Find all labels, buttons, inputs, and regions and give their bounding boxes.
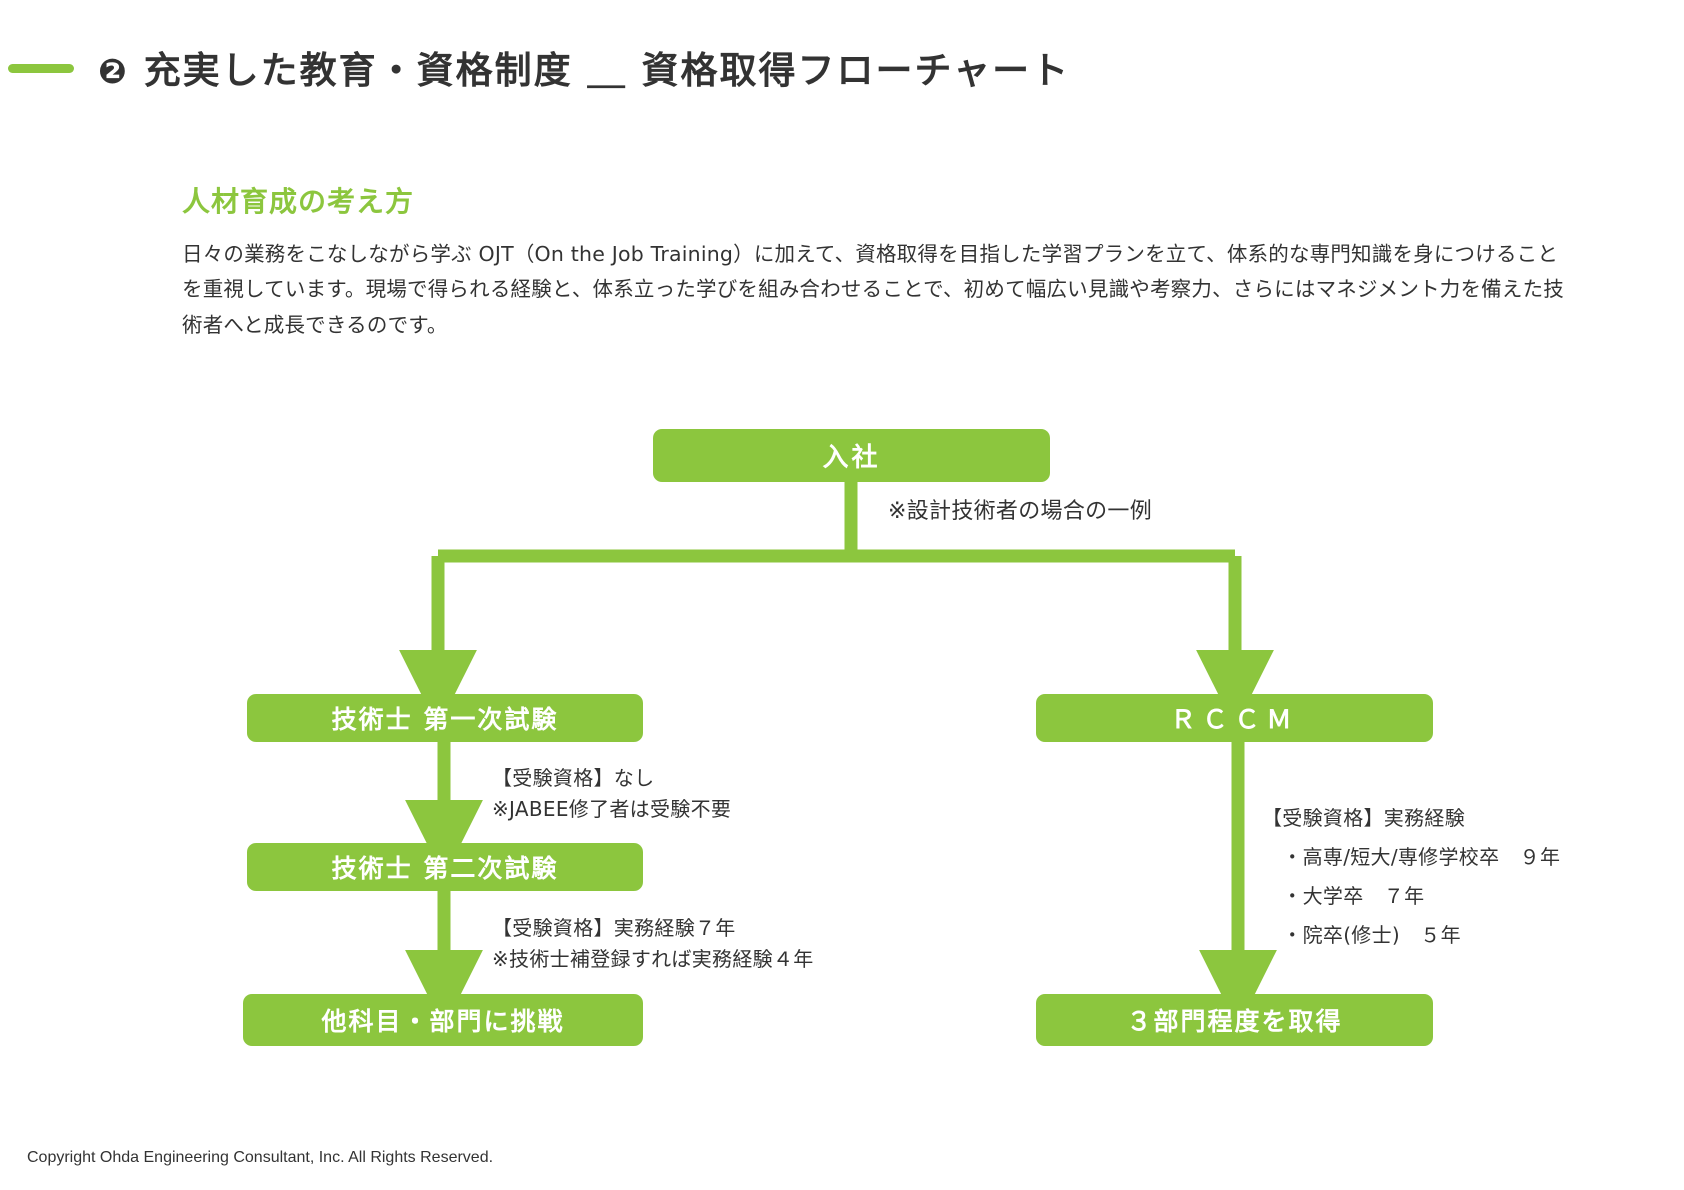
flow-node-three-divisions[interactable]: ３部門程度を取得 [1036,994,1433,1046]
flow-node-rccm[interactable]: ＲＣＣＭ [1036,694,1433,742]
page-title: ❷ 充実した教育・資格制度 ＿ 資格取得フローチャート [98,40,1070,94]
footer-copyright: Copyright Ohda Engineering Consultant, I… [27,1149,494,1166]
page-title-text: 充実した教育・資格制度 ＿ 資格取得フローチャート [143,49,1071,92]
slide-header: ❷ 充実した教育・資格制度 ＿ 資格取得フローチャート [0,42,1684,96]
flow-node-gijutsushi-second-exam[interactable]: 技術士 第二次試験 [247,843,643,891]
lead-paragraph: 日々の業務をこなしながら学ぶ OJT（On the Job Training）に… [182,242,1564,337]
section-number: ❷ [98,52,129,92]
flow-node-gijutsushi-first-exam[interactable]: 技術士 第一次試験 [247,694,643,742]
lead-block: 人材育成の考え方 日々の業務をこなしながら学ぶ OJT（On the Job T… [182,180,1577,343]
flow-note-first-exam: 【受験資格】なし ※JABEE修了者は受験不要 [492,766,732,821]
flow-note-second-exam: 【受験資格】実務経験７年 ※技術士補登録すれば実務経験４年 [492,916,814,971]
flow-note-rccm: 【受験資格】実務経験 ・高専/短大/専修学校卒 ９年 ・大学卒 ７年 ・院卒(修… [1262,806,1561,947]
lead-heading: 人材育成の考え方 [182,185,415,218]
flow-root-note: ※設計技術者の場合の一例 [888,499,1153,524]
flow-node-other-subject-challenge[interactable]: 他科目・部門に挑戦 [243,994,643,1046]
header-accent-bar [8,64,74,73]
flow-node-entry[interactable]: 入社 [653,429,1050,482]
